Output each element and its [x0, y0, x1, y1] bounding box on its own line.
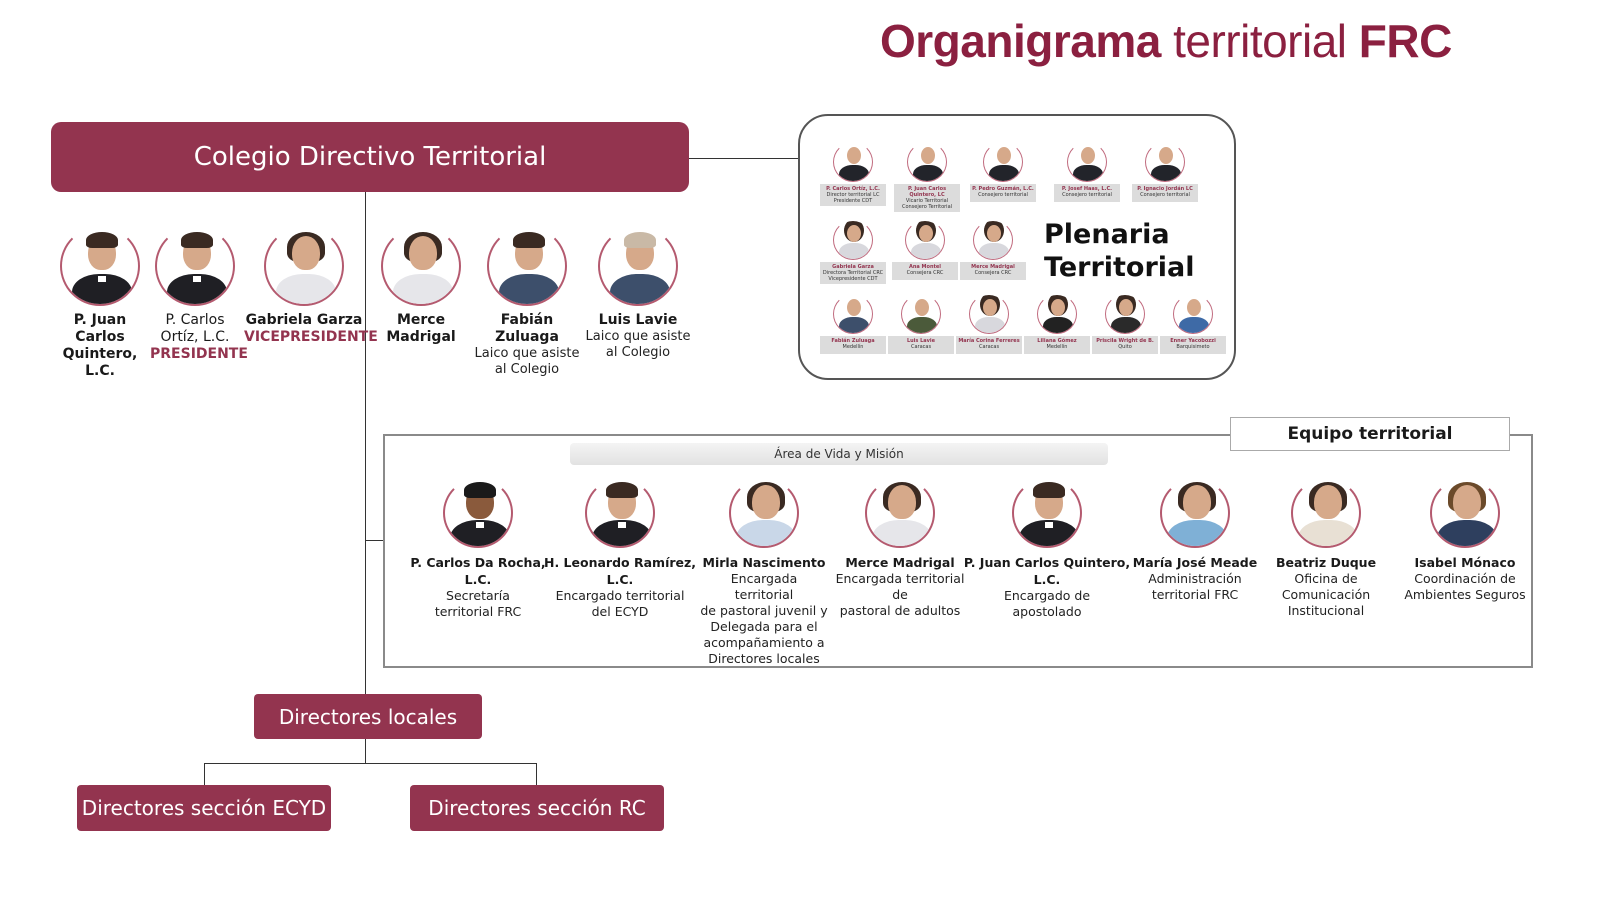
avatar [907, 142, 947, 182]
avatar [901, 294, 941, 334]
equipo-territorial-label: Equipo territorial [1230, 417, 1510, 451]
avatar [155, 226, 235, 306]
avatar [833, 142, 873, 182]
member-role: Coordinación de Ambientes Seguros [1404, 571, 1526, 602]
avatar [264, 226, 344, 306]
plenaria-label: Plenaria Territorial [1044, 219, 1195, 283]
avatar [865, 478, 935, 548]
directores-rc-box: Directores sección RC [410, 785, 664, 831]
avatar [1160, 478, 1230, 548]
member-role: Encargado territorial del ECYD [555, 588, 685, 619]
equipo-member-4: Merce Madrigal Encargada territorial de … [830, 478, 970, 619]
member-role: Laico que asiste al Colegio [474, 346, 580, 377]
colegio-member-5: Fabián Zuluaga Laico que asiste al Coleg… [472, 226, 582, 378]
connector-branch-ecyd [204, 763, 205, 785]
avatar [905, 220, 945, 260]
member-name: H. Leonardo Ramírez, L.C. [544, 555, 697, 587]
colegio-member-6: Luis Lavie Laico que asiste al Colegio [583, 226, 693, 361]
equipo-member-8: Isabel Mónaco Coordinación de Ambientes … [1398, 478, 1532, 603]
avatar [487, 226, 567, 306]
member-name: Luis Lavie [598, 312, 678, 328]
member-role: Secretaría territorial FRC [434, 588, 522, 619]
connector-colegio-plenaria [688, 158, 798, 159]
equipo-member-7: Beatriz Duque Oficina de Comunicación In… [1256, 478, 1396, 619]
member-name: Mirla Nascimento [702, 555, 826, 570]
plenaria-member: P. Josef Haas, L.C.Consejero territorial [1054, 142, 1120, 202]
equipo-member-3: Mirla Nascimento Encargada territorial d… [700, 478, 828, 667]
avatar [973, 220, 1013, 260]
colegio-member-1: P. Juan Carlos Quintero, L.C. [50, 226, 150, 380]
avatar [585, 478, 655, 548]
member-role: Encargada territorial de pastoral juveni… [700, 571, 828, 666]
avatar [1105, 294, 1145, 334]
plenaria-member: P. Carlos Ortíz, L.C.Director territoria… [820, 142, 886, 206]
colegio-directivo-box: Colegio Directivo Territorial [51, 122, 689, 192]
equipo-member-6: María José Meade Administración territor… [1132, 478, 1258, 603]
avatar [1012, 478, 1082, 548]
connector-locales-branch [204, 763, 537, 764]
avatar [833, 220, 873, 260]
member-name: P. Carlos Da Rocha, L.C. [410, 555, 546, 587]
directores-ecyd-box: Directores sección ECYD [77, 785, 331, 831]
avatar [598, 226, 678, 306]
member-name: P. Juan Carlos Quintero, L.C. [963, 555, 1131, 587]
area-vida-mision-bar: Área de Vida y Misión [570, 443, 1108, 465]
avatar [1067, 142, 1107, 182]
connector-main-vertical [365, 192, 366, 694]
equipo-member-1: P. Carlos Da Rocha, L.C. Secretaría terr… [400, 478, 556, 620]
avatar [443, 478, 513, 548]
avatar [969, 294, 1009, 334]
avatar [1173, 294, 1213, 334]
plenaria-member: Priscila Wright de B.Quito [1092, 294, 1158, 354]
equipo-territorial-frame [383, 434, 1533, 668]
member-name: Merce Madrigal [845, 555, 955, 570]
member-role: Oficina de Comunicación Institucional [1281, 571, 1371, 618]
colegio-member-3: Gabriela Garza VICEPRESIDENTE [244, 226, 378, 346]
connector-to-equipo [365, 540, 383, 541]
plenaria-member: P. Pedro Guzmán, L.C.Consejero territori… [970, 142, 1036, 202]
member-title: VICEPRESIDENTE [244, 329, 378, 345]
plenaria-territorial-box: P. Carlos Ortíz, L.C.Director territoria… [798, 114, 1236, 380]
member-role: Laico que asiste al Colegio [585, 329, 691, 360]
member-name: Gabriela Garza [245, 312, 363, 328]
member-name: Beatriz Duque [1275, 555, 1377, 570]
directores-locales-box: Directores locales [254, 694, 482, 739]
member-name: P. Carlos Ortíz, L.C. [160, 312, 230, 345]
member-role: Administración territorial FRC [1148, 571, 1242, 602]
page-title: Organigrama territorial FRC [880, 15, 1452, 67]
connector-branch-rc [536, 763, 537, 785]
equipo-member-5: P. Juan Carlos Quintero, L.C. Encargado … [962, 478, 1132, 620]
member-name: María José Meade [1132, 555, 1258, 570]
avatar [1145, 142, 1185, 182]
avatar [983, 142, 1023, 182]
avatar [1430, 478, 1500, 548]
colegio-member-4: Merce Madrigal [376, 226, 466, 346]
member-name: P. Juan Carlos Quintero, L.C. [62, 312, 138, 379]
member-role: Encargado de apostolado [1003, 588, 1091, 619]
avatar [1037, 294, 1077, 334]
avatar [833, 294, 873, 334]
equipo-member-2: H. Leonardo Ramírez, L.C. Encargado terr… [544, 478, 696, 620]
avatar [729, 478, 799, 548]
member-name: Fabián Zuluaga [495, 312, 559, 345]
member-name: Merce Madrigal [386, 312, 456, 345]
avatar [381, 226, 461, 306]
member-role: Encargada territorial de pastoral de adu… [835, 571, 965, 618]
member-title: PRESIDENTE [150, 346, 248, 362]
connector-locales-down [365, 738, 366, 763]
colegio-member-2: P. Carlos Ortíz, L.C. PRESIDENTE [150, 226, 248, 363]
member-name: Isabel Mónaco [1414, 555, 1516, 570]
avatar [60, 226, 140, 306]
avatar [1291, 478, 1361, 548]
